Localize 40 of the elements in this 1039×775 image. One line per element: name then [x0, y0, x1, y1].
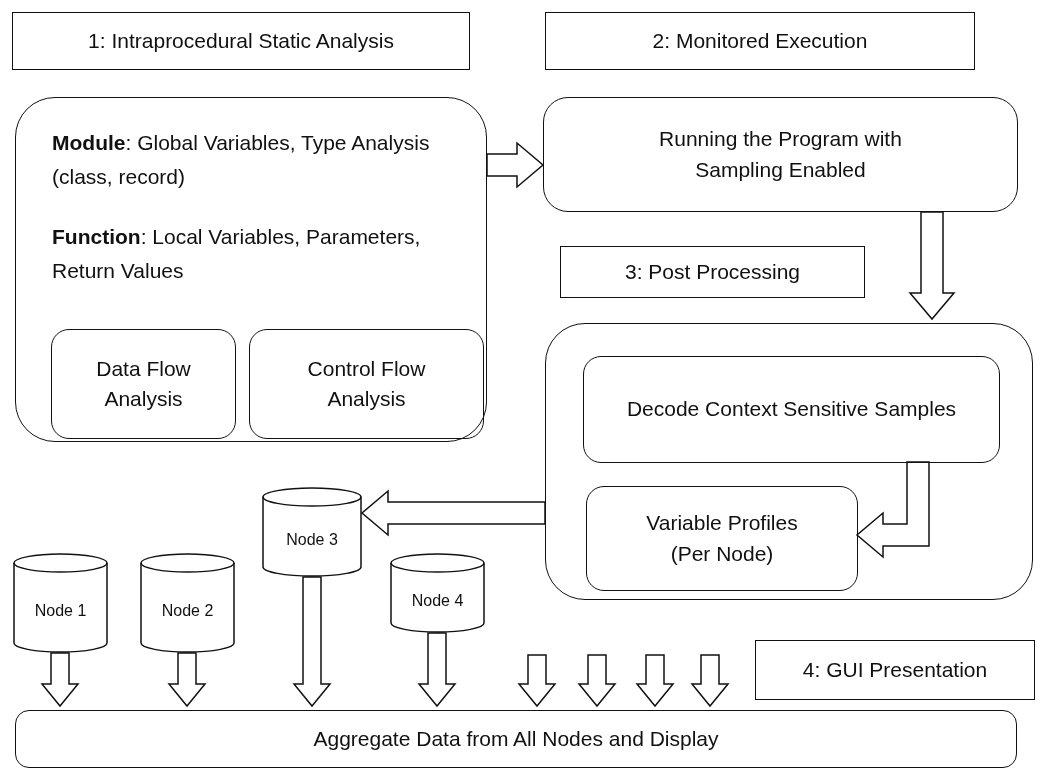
- analysis-panel: [15, 97, 487, 442]
- section-heading-box: [560, 246, 865, 298]
- block-arrow: [577, 654, 617, 708]
- box-label: 1: Intraprocedural Static Analysis: [88, 27, 394, 54]
- box-label: Variable Profiles (Per Node): [645, 510, 799, 567]
- block-arrow: [167, 652, 207, 708]
- process-box: [583, 356, 1000, 463]
- block-arrow: [908, 211, 956, 321]
- box-label: Node 4: [411, 591, 464, 612]
- process-box: [15, 710, 1017, 768]
- block-arrow: [855, 461, 930, 559]
- block-arrow: [40, 652, 80, 708]
- box-label: Control Flow Analysis: [306, 355, 427, 412]
- processing-panel: [545, 323, 1033, 600]
- box-label: Decode Context Sensitive Samples: [626, 396, 957, 423]
- box-label: Node 2: [161, 601, 214, 622]
- block-arrow: [635, 654, 675, 708]
- block-arrow: [417, 632, 457, 708]
- description-text: Function: Local Variables, Parameters, Return Values: [52, 224, 422, 284]
- section-heading-box: [12, 12, 470, 70]
- box-label: 2: Monitored Execution: [652, 27, 868, 54]
- box-label: Node 3: [286, 530, 338, 551]
- process-box: [51, 329, 236, 439]
- box-label: Data Flow Analysis: [95, 355, 192, 412]
- section-heading-box: [545, 12, 975, 70]
- block-arrow: [517, 654, 557, 708]
- box-label: Aggregate Data from All Nodes and Display: [313, 725, 719, 752]
- block-arrow: [486, 141, 545, 189]
- box-label: 3: Post Processing: [624, 258, 801, 285]
- process-box: [543, 97, 1018, 212]
- process-box: [249, 329, 484, 439]
- box-label: Running the Program with Sampling Enabled: [658, 126, 903, 183]
- block-arrow: [292, 576, 332, 708]
- description-text: Module: Global Variables, Type Analysis (class, record): [52, 130, 431, 190]
- block-arrow: [690, 654, 730, 708]
- box-label: 4: GUI Presentation: [802, 656, 988, 683]
- process-box: [586, 486, 858, 591]
- box-label: Node 1: [34, 601, 87, 622]
- section-heading-box: [755, 640, 1035, 700]
- block-arrow: [360, 489, 546, 537]
